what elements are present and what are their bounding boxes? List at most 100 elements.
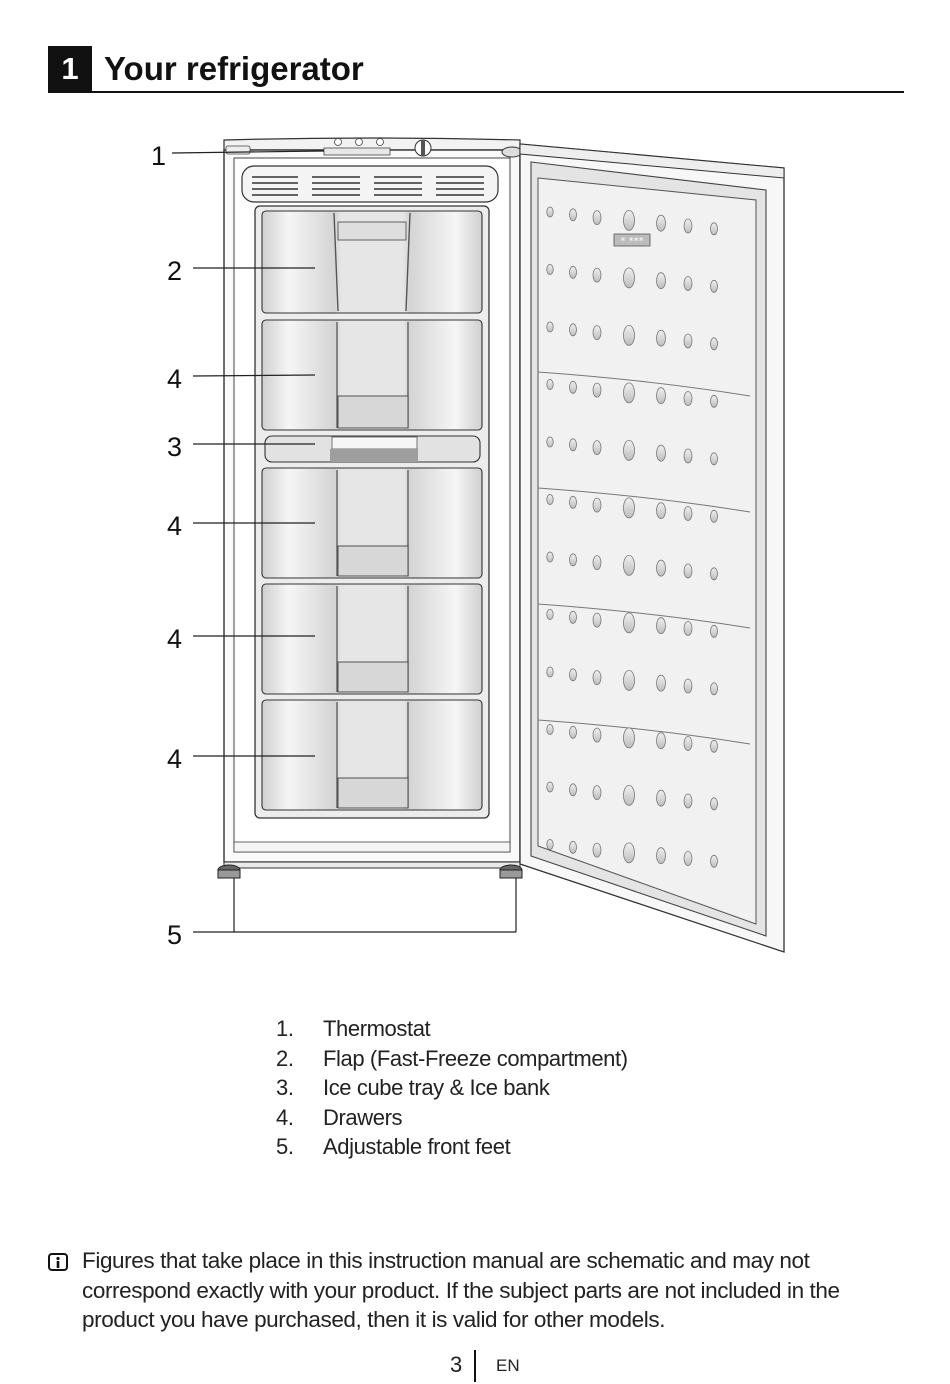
- legend-item: 5. Adjustable front feet: [276, 1132, 628, 1162]
- door-dimple: [546, 666, 554, 678]
- door-dimple: [592, 267, 602, 283]
- door-dimple: [592, 497, 602, 513]
- door-dimple: [569, 840, 577, 854]
- door-dimple: [710, 567, 718, 581]
- door-dimple: [569, 208, 577, 222]
- door-dimple: [710, 854, 718, 868]
- page-footer: 3 EN: [0, 1350, 950, 1384]
- door-dimple: [569, 725, 577, 739]
- door-dimple: [656, 387, 666, 405]
- door: * ***: [519, 143, 785, 953]
- door-dimple: [656, 559, 666, 577]
- door-dimple: [710, 797, 718, 811]
- callout-flap: 2: [167, 256, 182, 286]
- door-dimple: [569, 495, 577, 509]
- legend-label: Drawers: [323, 1104, 403, 1130]
- legend-item: 1. Thermostat: [276, 1014, 628, 1044]
- door-dimple: [683, 736, 693, 751]
- door-dimple: [656, 272, 666, 290]
- door-dimple: [683, 563, 693, 579]
- legend-label: Adjustable front feet: [323, 1134, 511, 1159]
- door-dimple: [683, 851, 693, 866]
- door-dimple: [623, 209, 635, 231]
- door-dimple: [569, 323, 577, 337]
- door-dimple: [546, 551, 554, 563]
- callout-lines: [171, 150, 517, 933]
- callout-thermostat: 1: [151, 141, 166, 171]
- door-dimple: [546, 839, 554, 850]
- door-dimple: [592, 842, 602, 858]
- door-dimple: [623, 555, 635, 576]
- door-dimple: [546, 724, 554, 735]
- door-dimple: [683, 448, 693, 464]
- door-dimple: [592, 440, 602, 456]
- door-dimple: [656, 214, 666, 232]
- door-dimple: [683, 333, 693, 349]
- callout-ice-tray: 3: [167, 432, 182, 462]
- door-dimple: [592, 670, 602, 685]
- callout-drawer: 4: [167, 511, 182, 541]
- door-dimple: [683, 678, 693, 694]
- door-dimple: [569, 668, 577, 682]
- callout-feet: 5: [167, 920, 182, 950]
- section-title: Your refrigerator: [104, 50, 364, 87]
- legend-number: 5.: [276, 1134, 294, 1159]
- door-dimple: [683, 218, 693, 234]
- door-dimple: [656, 674, 666, 692]
- door-dimple: [623, 842, 635, 864]
- door-dimple: [546, 264, 554, 275]
- callout-drawer: 4: [167, 364, 182, 394]
- door-panel-label: * ***: [620, 236, 643, 247]
- door-dimple: [710, 624, 718, 638]
- door-dimple: [569, 265, 577, 279]
- door-dimple: [546, 436, 554, 448]
- door-dimple: [710, 394, 718, 408]
- door-dimple: [710, 682, 718, 696]
- door-dimple: [623, 785, 635, 806]
- door-dimples: [546, 206, 718, 868]
- legend-item: 4. Drawers: [276, 1103, 628, 1133]
- page-number: 3: [450, 1352, 463, 1377]
- door-dimple: [546, 781, 554, 793]
- door-dimple: [592, 210, 602, 226]
- legend-number: 1.: [276, 1016, 294, 1041]
- language-code: EN: [496, 1356, 520, 1375]
- door-dimple: [656, 617, 666, 635]
- parts-legend: 1. Thermostat 2.Flap (Fast-Freeze compart…: [276, 1014, 628, 1162]
- door-dimple: [623, 382, 635, 404]
- callout-drawer: 4: [167, 744, 182, 774]
- door-dimple: [710, 222, 718, 236]
- door-dimple: [546, 321, 554, 333]
- door-dimple: [569, 553, 577, 567]
- legend-item: 3.Ice cube tray & Ice bank: [276, 1073, 628, 1103]
- callout-drawer: 4: [167, 624, 182, 654]
- legend-label: Thermostat: [323, 1016, 431, 1041]
- door-dimple: [656, 732, 666, 750]
- door-dimple: [592, 785, 602, 800]
- legend-item: 2.Flap (Fast-Freeze compartment): [276, 1044, 628, 1074]
- section-number: 1: [48, 46, 92, 92]
- door-dimple: [656, 502, 666, 520]
- door-dimple: [683, 391, 693, 406]
- note-text: Figures that take place in this instruct…: [82, 1248, 840, 1332]
- door-dimple: [569, 610, 577, 624]
- door-dimple: [683, 276, 693, 291]
- door-dimple: [710, 452, 718, 466]
- door-dimple: [683, 621, 693, 636]
- door-dimple: [592, 727, 602, 743]
- footer-divider: [474, 1350, 476, 1382]
- door-dimple: [656, 329, 666, 347]
- door-dimple: [656, 789, 666, 807]
- legend-number: 2.: [276, 1045, 294, 1071]
- door-dimple: [710, 337, 718, 351]
- info-icon: [48, 1253, 68, 1271]
- door-dimple: [656, 847, 666, 865]
- door-dimple: [623, 267, 635, 289]
- door-dimple: [546, 494, 554, 505]
- legend-number: 4.: [276, 1104, 294, 1130]
- door-dimple: [623, 439, 635, 461]
- door-dimple: [546, 379, 554, 390]
- door-dimple: [623, 497, 635, 519]
- door-dimple: [592, 612, 602, 628]
- door-dimple: [592, 382, 602, 398]
